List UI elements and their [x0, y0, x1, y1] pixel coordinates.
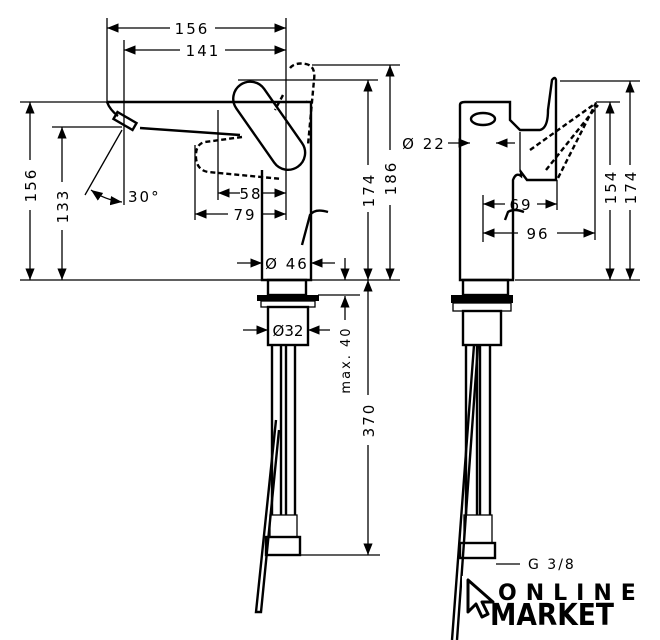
dim-max-counter-thickness: max. 40 [339, 326, 354, 393]
hose-fittings [269, 514, 298, 538]
drain-rod [254, 419, 281, 614]
threaded-shank [461, 309, 503, 347]
dim-width-overall: 156 [175, 20, 210, 38]
spray-direction-line [84, 129, 123, 196]
logo-background [462, 576, 660, 640]
handle-lowered-outline [194, 135, 283, 181]
online-market-logo: ONLINE MARKET [462, 576, 660, 640]
front-view: 156 141 156 133 30° 58 79 Ø 46 174 186 [20, 18, 400, 614]
handle [232, 80, 307, 171]
dim-width-aerator: 141 [186, 42, 221, 60]
dim-handle-offset-max: 96 [526, 225, 549, 243]
dim-body-diameter: Ø 46 [265, 255, 309, 273]
dim-connection-thread: G 3/8 [528, 557, 576, 573]
dim-handle-depth: 58 [239, 185, 262, 203]
mounting-washer [452, 302, 512, 312]
supply-hoses [464, 345, 492, 515]
supply-hoses [270, 345, 297, 515]
logo-line1: ONLINE [498, 581, 645, 606]
base-neck [266, 278, 308, 297]
base-neck [461, 278, 510, 297]
hose-nut [264, 535, 302, 557]
logo-line2: MARKET [490, 598, 614, 633]
drain-lever [503, 208, 525, 221]
drain-lever [300, 209, 329, 246]
dim-height-spout: 156 [22, 168, 40, 203]
cursor-icon [466, 578, 495, 619]
handle-raised-outline [273, 94, 285, 111]
body [260, 100, 313, 282]
mounting-nut [451, 295, 513, 303]
aerator [111, 110, 139, 132]
dim-handle-offset: 69 [509, 196, 532, 214]
dim-spray-angle: 30° [128, 188, 161, 206]
handle-raised-outline [289, 62, 316, 146]
side-view: Ø 22 69 96 154 174 [402, 76, 640, 640]
drain-rod [450, 344, 480, 640]
dim-outlet-diameter: Ø 22 [402, 135, 446, 153]
outlet-cap [469, 111, 497, 127]
dim-height-handle-raised: 186 [382, 161, 400, 196]
dim-height-handle: 174 [360, 173, 378, 208]
hose-nut [458, 541, 497, 560]
dim-hose-length: 370 [360, 403, 378, 438]
dim-height-aerator: 133 [54, 189, 72, 224]
side-body [458, 76, 558, 282]
hose-fittings [463, 514, 493, 544]
angle-arc [90, 189, 123, 206]
handle-raised-outline [529, 102, 599, 181]
mounting-nut [257, 295, 319, 301]
dim-handle-depth-max: 79 [233, 206, 256, 224]
dim-height-overall-side: 174 [622, 170, 640, 205]
dim-height-handle-side: 154 [602, 170, 620, 205]
dim-shank-diameter: Ø32 [273, 322, 304, 340]
